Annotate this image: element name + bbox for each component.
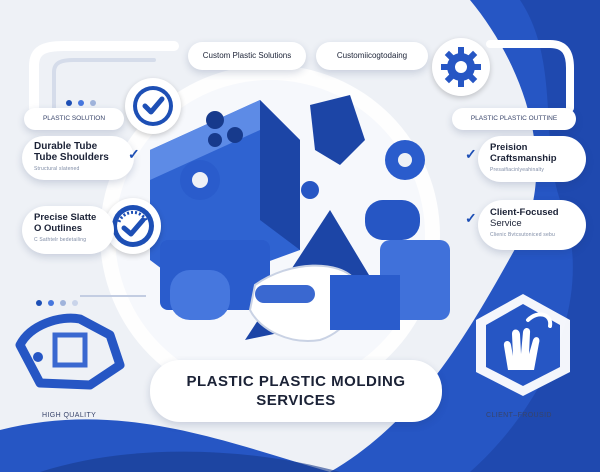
molded-part-icon	[15, 313, 125, 390]
right-card1-check-icon: ✓	[465, 146, 477, 162]
top-pill-left-label: Custom Plastic Solutions	[202, 51, 292, 60]
left-dots-2	[36, 293, 84, 311]
hand-icon	[503, 327, 540, 370]
left-card1-sub: Structural slatened	[34, 166, 80, 172]
left-card2-sub: C Sathtelr bedetailing	[34, 237, 87, 243]
main-title-line2: SERVICES	[256, 392, 336, 409]
right-top-frame	[486, 40, 574, 112]
top-pill-right-label: Customiicogtodaing	[336, 51, 408, 60]
right-card1-line1: Preision	[490, 142, 528, 153]
left-card-durable: Durable Tube Tube Shoulders Structural s…	[22, 136, 134, 180]
left-card1-check-icon: ✓	[128, 146, 140, 162]
divider	[80, 295, 146, 297]
left-footer-label: HIGH QUALITY	[42, 412, 97, 419]
left-dots	[66, 93, 102, 111]
hexagon-icon	[476, 294, 570, 396]
left-card1-line1: Durable Tube	[34, 141, 98, 152]
right-card2-line2: Service	[490, 218, 522, 229]
right-header-label: PLASTIC PLASTIC OUTTINE	[470, 115, 558, 122]
left-card-precise: Precise Slatte O Outlines C Sathtelr bed…	[22, 206, 114, 254]
main-title-line1: PLASTIC PLASTIC MOLDING	[186, 373, 406, 390]
right-footer-label: CLIENT–FROUSID	[486, 412, 552, 419]
left-top-frame	[29, 41, 179, 113]
top-pill-left: Custom Plastic Solutions	[188, 42, 306, 70]
right-card2-sub: Clienic Bvtcsutoniced sebu	[490, 232, 555, 238]
left-card1-line2: Tube Shoulders	[34, 152, 109, 163]
right-card2-line1: Client-Focused	[490, 207, 559, 218]
left-card2-line1: Precise Slatte	[34, 212, 97, 223]
gear-illustration	[180, 140, 425, 200]
right-card1-line2: Craftsmanship	[490, 153, 557, 164]
left-card2-line2: O Outlines	[34, 223, 83, 234]
left-header-pill: PLASTIC SOLUTION	[24, 108, 124, 130]
right-card2-check-icon: ✓	[465, 210, 477, 226]
top-pill-right: Customiicogtodaing	[316, 42, 428, 70]
right-card1-sub: Presaifiacinlyeahinalty	[490, 167, 545, 173]
main-title-card: PLASTIC PLASTIC MOLDING SERVICES	[150, 360, 442, 422]
gauge-check-icon	[105, 198, 161, 254]
check-badge-icon	[125, 78, 181, 134]
right-header-pill: PLASTIC PLASTIC OUTTINE	[452, 108, 576, 130]
right-card-client: Client-Focused Service Clienic Bvtcsuton…	[478, 200, 586, 250]
right-card-precision: Preision Craftsmanship Presaifiacinlyeah…	[478, 136, 586, 182]
gear-icon	[432, 38, 490, 96]
left-header-label: PLASTIC SOLUTION	[42, 115, 106, 122]
